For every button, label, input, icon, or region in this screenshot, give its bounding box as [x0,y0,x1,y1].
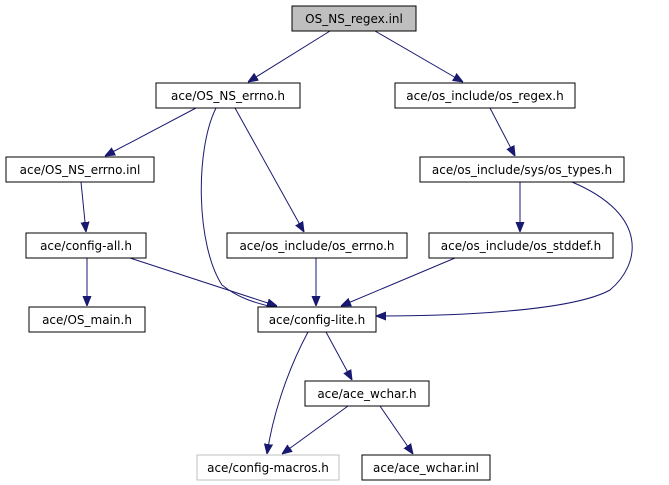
node-os-ns-regex-inl[interactable]: OS_NS_regex.inl [291,5,417,32]
node-ace-os-include-os-stddef-h[interactable]: ace/os_include/os_stddef.h [428,232,614,259]
node-box [257,306,377,333]
node-box [28,306,146,333]
node-label: OS_NS_regex.inl [305,12,403,26]
node-ace-ace-wchar-h[interactable]: ace/ace_wchar.h [304,380,430,407]
edge-os-ns-errno-h-to-os-errno-h [234,107,304,232]
node-label: ace/config-all.h [40,239,132,253]
edge-ace-wchar-h-to-ace-wchar-inl [379,405,413,454]
edge-os-regex-h-to-os-types-h [489,107,515,156]
node-box [25,232,147,259]
edge-config-all-h-to-config-lite-h [129,257,277,306]
node-ace-ace-wchar-inl[interactable]: ace/ace_wchar.inl [361,454,491,481]
node-box [291,5,417,32]
node-label: ace/os_include/os_errno.h [239,239,394,253]
node-label: ace/config-macros.h [207,461,329,475]
edge-config-lite-h-to-ace-wchar-h [325,331,352,380]
node-label: ace/config-lite.h [269,313,366,327]
node-box [419,156,625,183]
edge-os-ns-errno-h-to-config-lite-h [200,107,277,308]
node-ace-os-ns-errno-inl[interactable]: ace/OS_NS_errno.inl [5,156,155,183]
node-ace-os-include-os-regex-h[interactable]: ace/os_include/os_regex.h [394,82,576,109]
node-label: ace/OS_main.h [42,313,132,327]
node-box [361,454,491,481]
node-ace-config-all-h[interactable]: ace/config-all.h [25,232,147,259]
node-label: ace/ace_wchar.inl [373,461,479,475]
edge-regex-inl-to-os-ns-errno-h [248,30,331,82]
node-ace-os-include-os-errno-h[interactable]: ace/os_include/os_errno.h [226,232,408,259]
edge-regex-inl-to-os-regex-h [374,30,463,82]
node-label: ace/ace_wchar.h [317,387,416,401]
node-box [5,156,155,183]
node-ace-os-main-h[interactable]: ace/OS_main.h [28,306,146,333]
node-box [304,380,430,407]
edge-ace-wchar-h-to-config-macros-h [282,405,349,454]
node-label: ace/OS_NS_errno.h [171,89,285,103]
node-ace-os-ns-errno-h[interactable]: ace/OS_NS_errno.h [155,82,301,109]
node-box [394,82,576,109]
node-label: ace/os_include/sys/os_types.h [432,163,612,177]
edge-os-stddef-h-to-config-lite-h [341,257,456,306]
node-ace-config-macros-h[interactable]: ace/config-macros.h [196,454,340,481]
node-label: ace/os_include/os_stddef.h [441,239,601,253]
node-label: ace/os_include/os_regex.h [406,89,563,103]
node-box [196,454,340,481]
node-ace-config-lite-h[interactable]: ace/config-lite.h [257,306,377,333]
node-box [428,232,614,259]
edge-config-lite-h-to-config-macros-h [267,331,309,454]
node-box [155,82,301,109]
edges [81,30,633,454]
edge-os-ns-errno-inl-to-config-all-h [81,181,86,232]
node-label: ace/OS_NS_errno.inl [20,163,141,177]
node-ace-os-include-sys-os-types-h[interactable]: ace/os_include/sys/os_types.h [419,156,625,183]
node-box [226,232,408,259]
edge-os-ns-errno-h-to-os-ns-errno-inl [105,107,197,156]
edge-os-types-h-to-config-lite-h [376,181,633,316]
